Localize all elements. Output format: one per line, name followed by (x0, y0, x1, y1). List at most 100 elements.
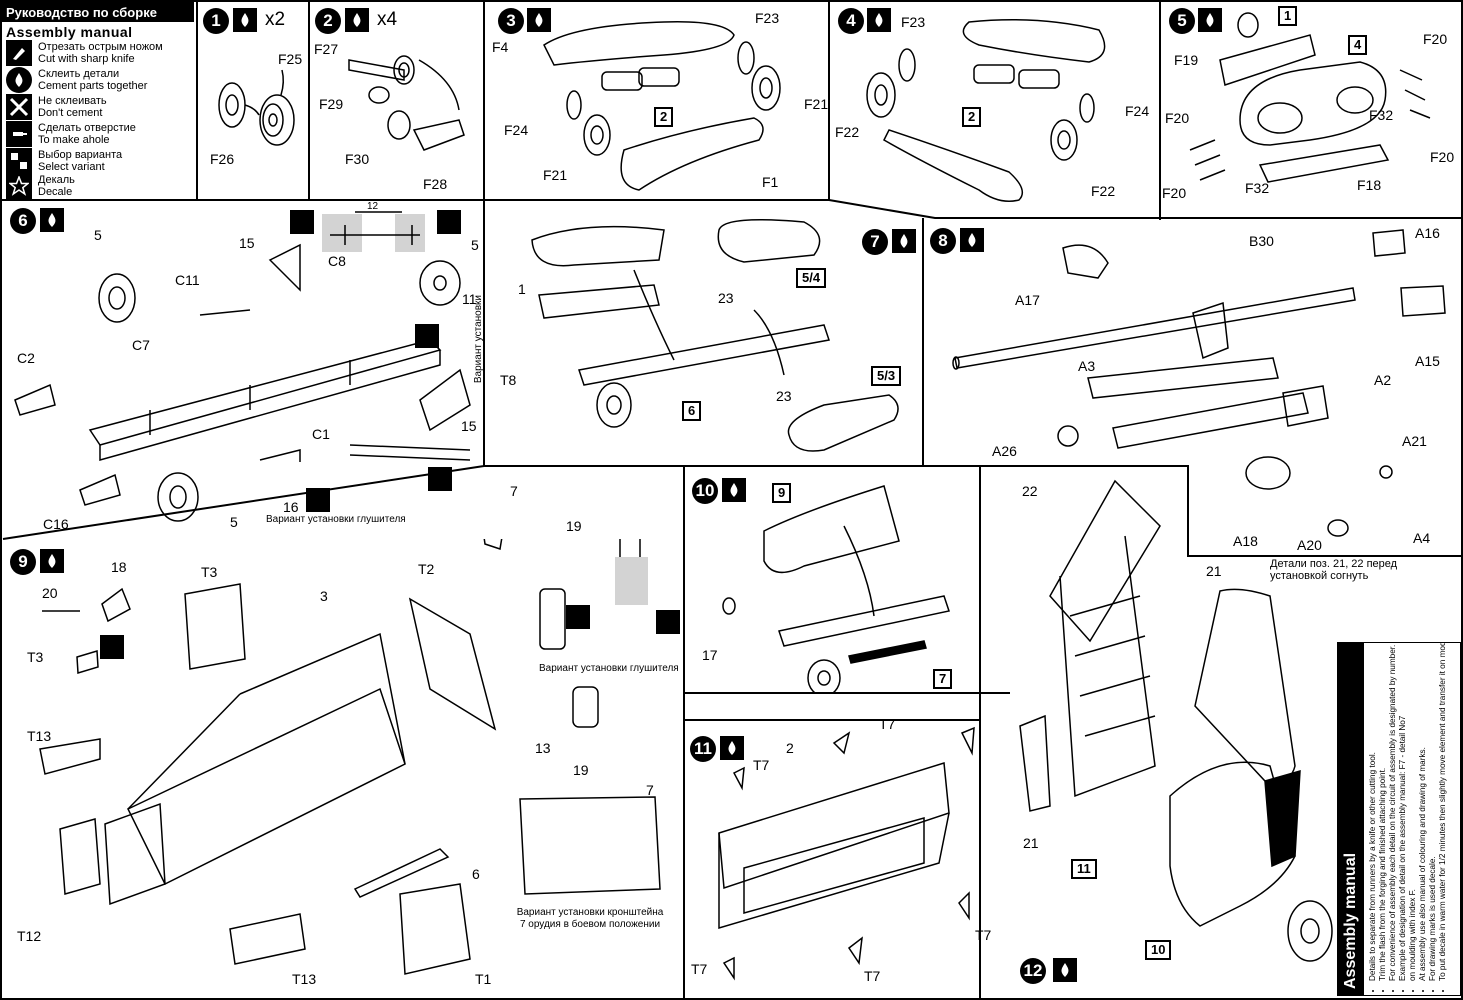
step-9-badge: 9 (10, 549, 36, 575)
label-t3-left: T3 (27, 649, 44, 665)
label-f24: F24 (1125, 103, 1150, 119)
label-t8: T8 (500, 372, 517, 388)
step-1-multiplier: x2 (265, 9, 286, 30)
glue-drop-icon (720, 736, 744, 760)
legend-cement-en: Cement parts together (38, 80, 148, 92)
ref-box-2: 2 (962, 107, 982, 128)
knife-icon (290, 210, 314, 234)
step-7-badge: 7 (862, 229, 888, 255)
label-f21-left: F21 (543, 167, 568, 183)
label-17: 17 (702, 647, 718, 663)
label-t13-bottom: T13 (292, 971, 317, 987)
label-f4: F4 (492, 39, 509, 55)
muffler-variant-note: Вариант установки глушителя (266, 514, 406, 525)
footnote-line: Example of designation of detail on the … (1398, 643, 1408, 981)
label-t1: T1 (475, 971, 492, 987)
label-t7-right: T7 (975, 927, 992, 943)
glue-drop-icon (233, 8, 257, 32)
variant-icon (415, 324, 439, 348)
legend-title-ru: Руководство по сборке (2, 2, 194, 22)
ref-box-10: 10 (1145, 940, 1172, 961)
label-f27: F27 (314, 41, 339, 57)
glue-drop-icon (345, 8, 369, 32)
footnote-line: Trim the flash from the forging and fini… (1378, 643, 1388, 981)
label-1: 1 (518, 281, 526, 297)
ref-box-9: 9 (772, 483, 792, 504)
footnote-title: Assembly manual (1338, 643, 1364, 995)
legend-title-en: Assembly manual (6, 24, 133, 40)
glue-drop-icon (892, 229, 916, 253)
step-5-badge: 5 (1169, 8, 1195, 34)
footnote-line: To put decale in warm water for 1/2 minu… (1438, 643, 1448, 981)
label-f23: F23 (755, 10, 780, 26)
label-f32-bottom: F32 (1245, 180, 1270, 196)
knife-icon (428, 467, 452, 491)
footnote-line: Details to separate from runners by a kn… (1368, 643, 1378, 981)
drill-icon (6, 121, 32, 147)
label-f20-bottom-left: F20 (1162, 185, 1187, 201)
step-3-panel: 3 F4 F23 F21 F24 F21 F1 2 (484, 0, 829, 200)
label-b30: B30 (1249, 233, 1274, 249)
legend-drill-ru: Сделать отверстие (38, 122, 136, 134)
step-4-badge: 4 (838, 8, 864, 34)
chassis-frame-drawing (14, 211, 471, 522)
glue-drop-icon (1198, 8, 1222, 32)
wheel-drawing (218, 69, 295, 146)
label-a17: A17 (1015, 292, 1040, 308)
step-1-panel: 1 x2 F25 F26 (197, 0, 309, 200)
legend-decal-ru: Декаль (38, 174, 75, 186)
label-f25: F25 (278, 51, 303, 67)
ref-box-5-4: 5/4 (796, 268, 827, 289)
step-9-panel: 9 7 18 20 T3 T2 3 (0, 484, 684, 1000)
label-c8: C8 (328, 253, 346, 269)
step-2-panel: 2 x4 F27 F29 F30 F28 (309, 0, 484, 200)
label-f24: F24 (504, 122, 529, 138)
step-1-badge: 1 (203, 8, 229, 34)
label-t12: T12 (17, 928, 42, 944)
label-15-top: 15 (239, 235, 255, 251)
glue-drop-icon (527, 8, 551, 32)
label-f22-left: F22 (835, 124, 860, 140)
label-a3: A3 (1078, 358, 1096, 374)
suspension-arm-drawing (543, 21, 781, 191)
label-f18: F18 (1357, 177, 1382, 193)
knife-icon (437, 210, 461, 234)
legend-cut-en: Cut with sharp knife (38, 53, 135, 65)
step-10-badge: 10 (692, 478, 718, 504)
label-16: 16 (283, 499, 299, 515)
label-21-top: 21 (1206, 563, 1222, 579)
variant-icon (306, 488, 330, 512)
label-f29: F29 (319, 96, 344, 112)
label-c16: C16 (43, 516, 69, 532)
fender-plate-drawing (718, 726, 975, 981)
ref-box-1: 1 (1278, 6, 1298, 27)
hull-mount-drawing (722, 485, 950, 693)
label-a20: A20 (1297, 537, 1322, 553)
label-23-top: 23 (718, 290, 734, 306)
legend-variant-ru: Выбор варианта (38, 149, 123, 161)
label-a18: A18 (1233, 533, 1258, 549)
legend-no-cement-ru: Не склеивать (38, 95, 107, 107)
glue-drop-icon (960, 228, 984, 252)
label-a16: A16 (1415, 225, 1440, 241)
label-f28: F28 (423, 176, 448, 192)
label-a15: A15 (1415, 353, 1440, 369)
step-7-panel: 7 1 5/4 23 T8 23 5/3 6 (484, 200, 923, 466)
footnote-line: For convenience of assembly each detail … (1388, 643, 1398, 981)
label-22: 22 (1022, 483, 1038, 499)
variant-icon (566, 605, 590, 629)
decal-star-icon (6, 173, 32, 199)
variant-icon (6, 148, 32, 174)
step-5-panel: 5 1 F19 4 F20 F20 F32 F20 F20 F32 F18 (1160, 0, 1463, 218)
label-f30: F30 (345, 151, 370, 167)
label-f1: F1 (762, 174, 779, 190)
legend-cement-ru: Склеить детали (38, 68, 120, 80)
footnote-line: For drawing marks is used decale. (1428, 643, 1438, 981)
legend-drill-en: To make ahole (38, 134, 110, 146)
label-c1: C1 (312, 426, 330, 442)
